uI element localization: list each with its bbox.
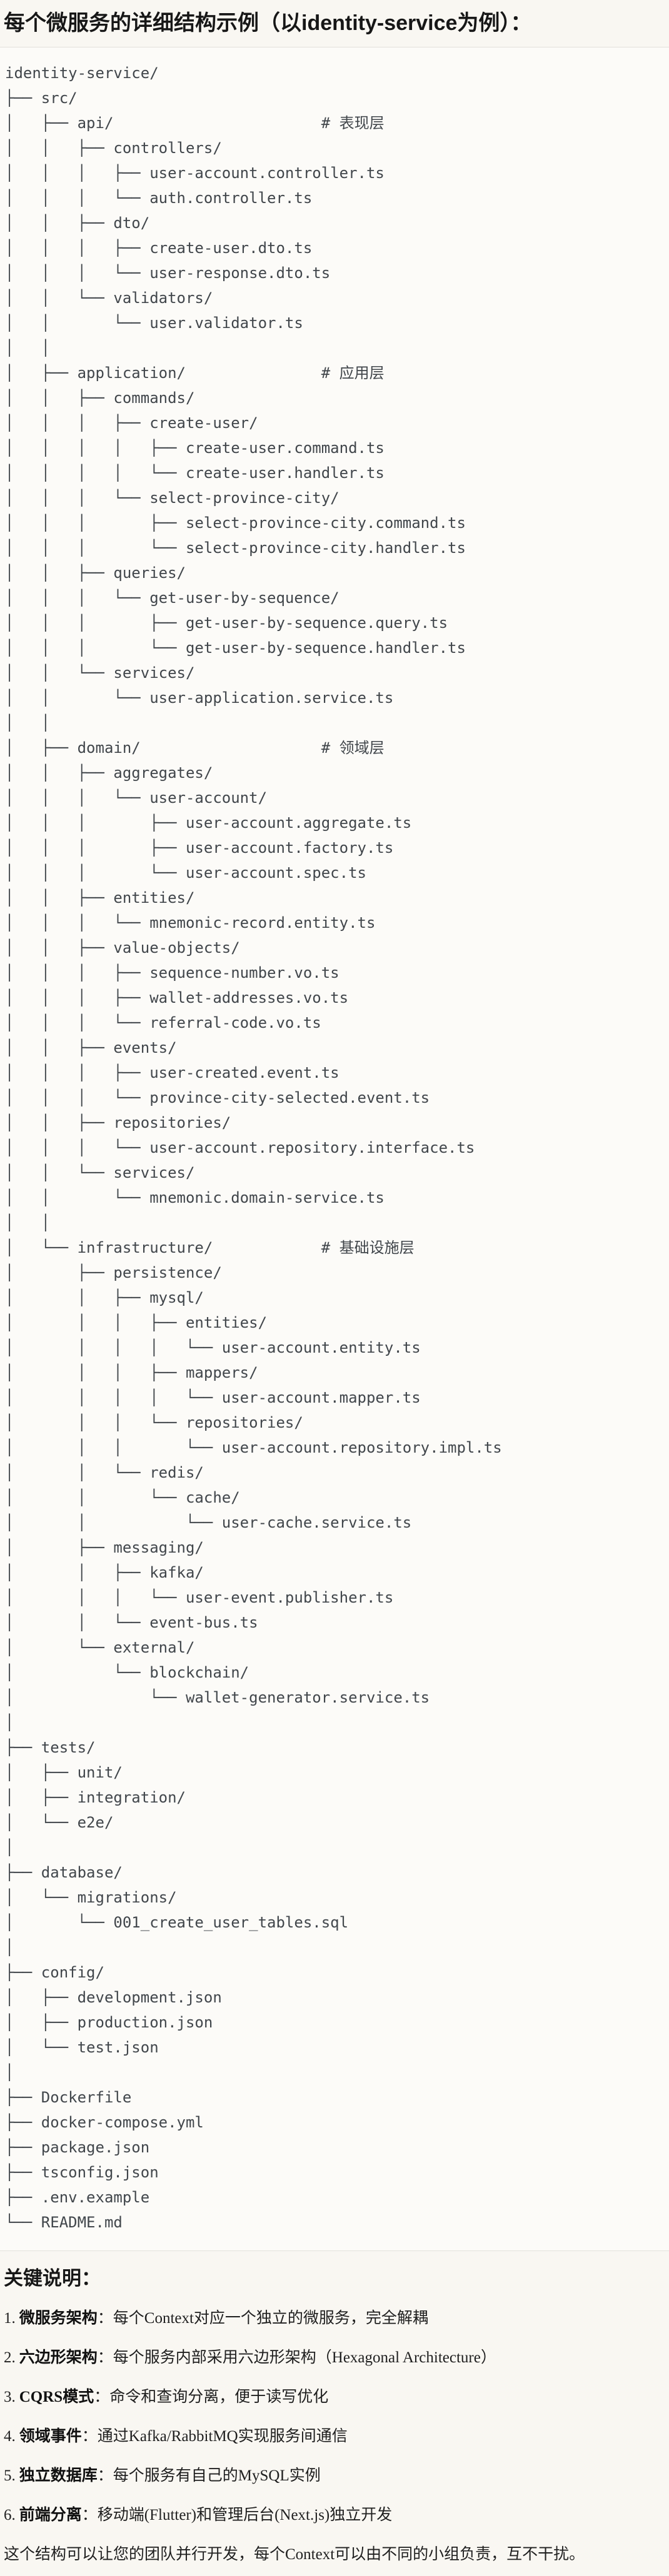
directory-tree: identity-service/ ├── src/ │ ├── api/ # … — [5, 64, 502, 2231]
note-label: 前端分离 — [19, 2507, 82, 2524]
note-description: ：命令和查询分离，便于读写优化 — [94, 2389, 329, 2405]
note-number: 2. — [4, 2349, 16, 2366]
note-label: 微服务架构 — [19, 2310, 98, 2327]
note-number: 6. — [4, 2507, 16, 2524]
note-description: ：移动端(Flutter)和管理后台(Next.js)独立开发 — [81, 2507, 393, 2524]
note-description: ：每个Context对应一个独立的微服务，完全解耦 — [97, 2310, 428, 2327]
key-notes-heading: 关键说明： — [4, 2267, 101, 2289]
note-item-hexagonal: 2.六边形架构：每个服务内部采用六边形架构（Hexagonal Architec… — [4, 2347, 665, 2369]
note-number: 5. — [4, 2467, 16, 2484]
page-title: 每个微服务的详细结构示例（以identity-service为例）： — [4, 11, 532, 35]
note-label: 独立数据库 — [19, 2467, 98, 2484]
note-item-independent-db: 5.独立数据库：每个服务有自己的MySQL实例 — [4, 2465, 665, 2487]
key-notes-list: 1.微服务架构：每个Context对应一个独立的微服务，完全解耦 2.六边形架构… — [4, 2307, 665, 2527]
note-description: ：每个服务内部采用六边形架构（Hexagonal Architecture） — [97, 2349, 496, 2366]
note-item-frontend-separation: 6.前端分离：移动端(Flutter)和管理后台(Next.js)独立开发 — [4, 2504, 665, 2527]
note-description: ：通过Kafka/RabbitMQ实现服务间通信 — [81, 2428, 348, 2445]
note-label: 领域事件 — [19, 2428, 82, 2445]
note-item-microservice: 1.微服务架构：每个Context对应一个独立的微服务，完全解耦 — [4, 2307, 665, 2330]
note-item-domain-events: 4.领域事件：通过Kafka/RabbitMQ实现服务间通信 — [4, 2425, 665, 2448]
note-number: 4. — [4, 2428, 16, 2445]
code-block: identity-service/ ├── src/ │ ├── api/ # … — [0, 47, 669, 2251]
note-number: 1. — [4, 2310, 16, 2327]
key-notes-section: 关键说明： 1.微服务架构：每个Context对应一个独立的微服务，完全解耦 2… — [0, 2251, 669, 2576]
note-number: 3. — [4, 2389, 16, 2405]
note-item-cqrs: 3.CQRS模式：命令和查询分离，便于读写优化 — [4, 2386, 665, 2409]
note-label: CQRS模式 — [19, 2389, 94, 2405]
closing-paragraph: 这个结构可以让您的团队并行开发，每个Context可以由不同的小组负责，互不干扰… — [4, 2546, 585, 2563]
note-description: ：每个服务有自己的MySQL实例 — [97, 2467, 321, 2484]
note-label: 六边形架构 — [19, 2349, 98, 2366]
